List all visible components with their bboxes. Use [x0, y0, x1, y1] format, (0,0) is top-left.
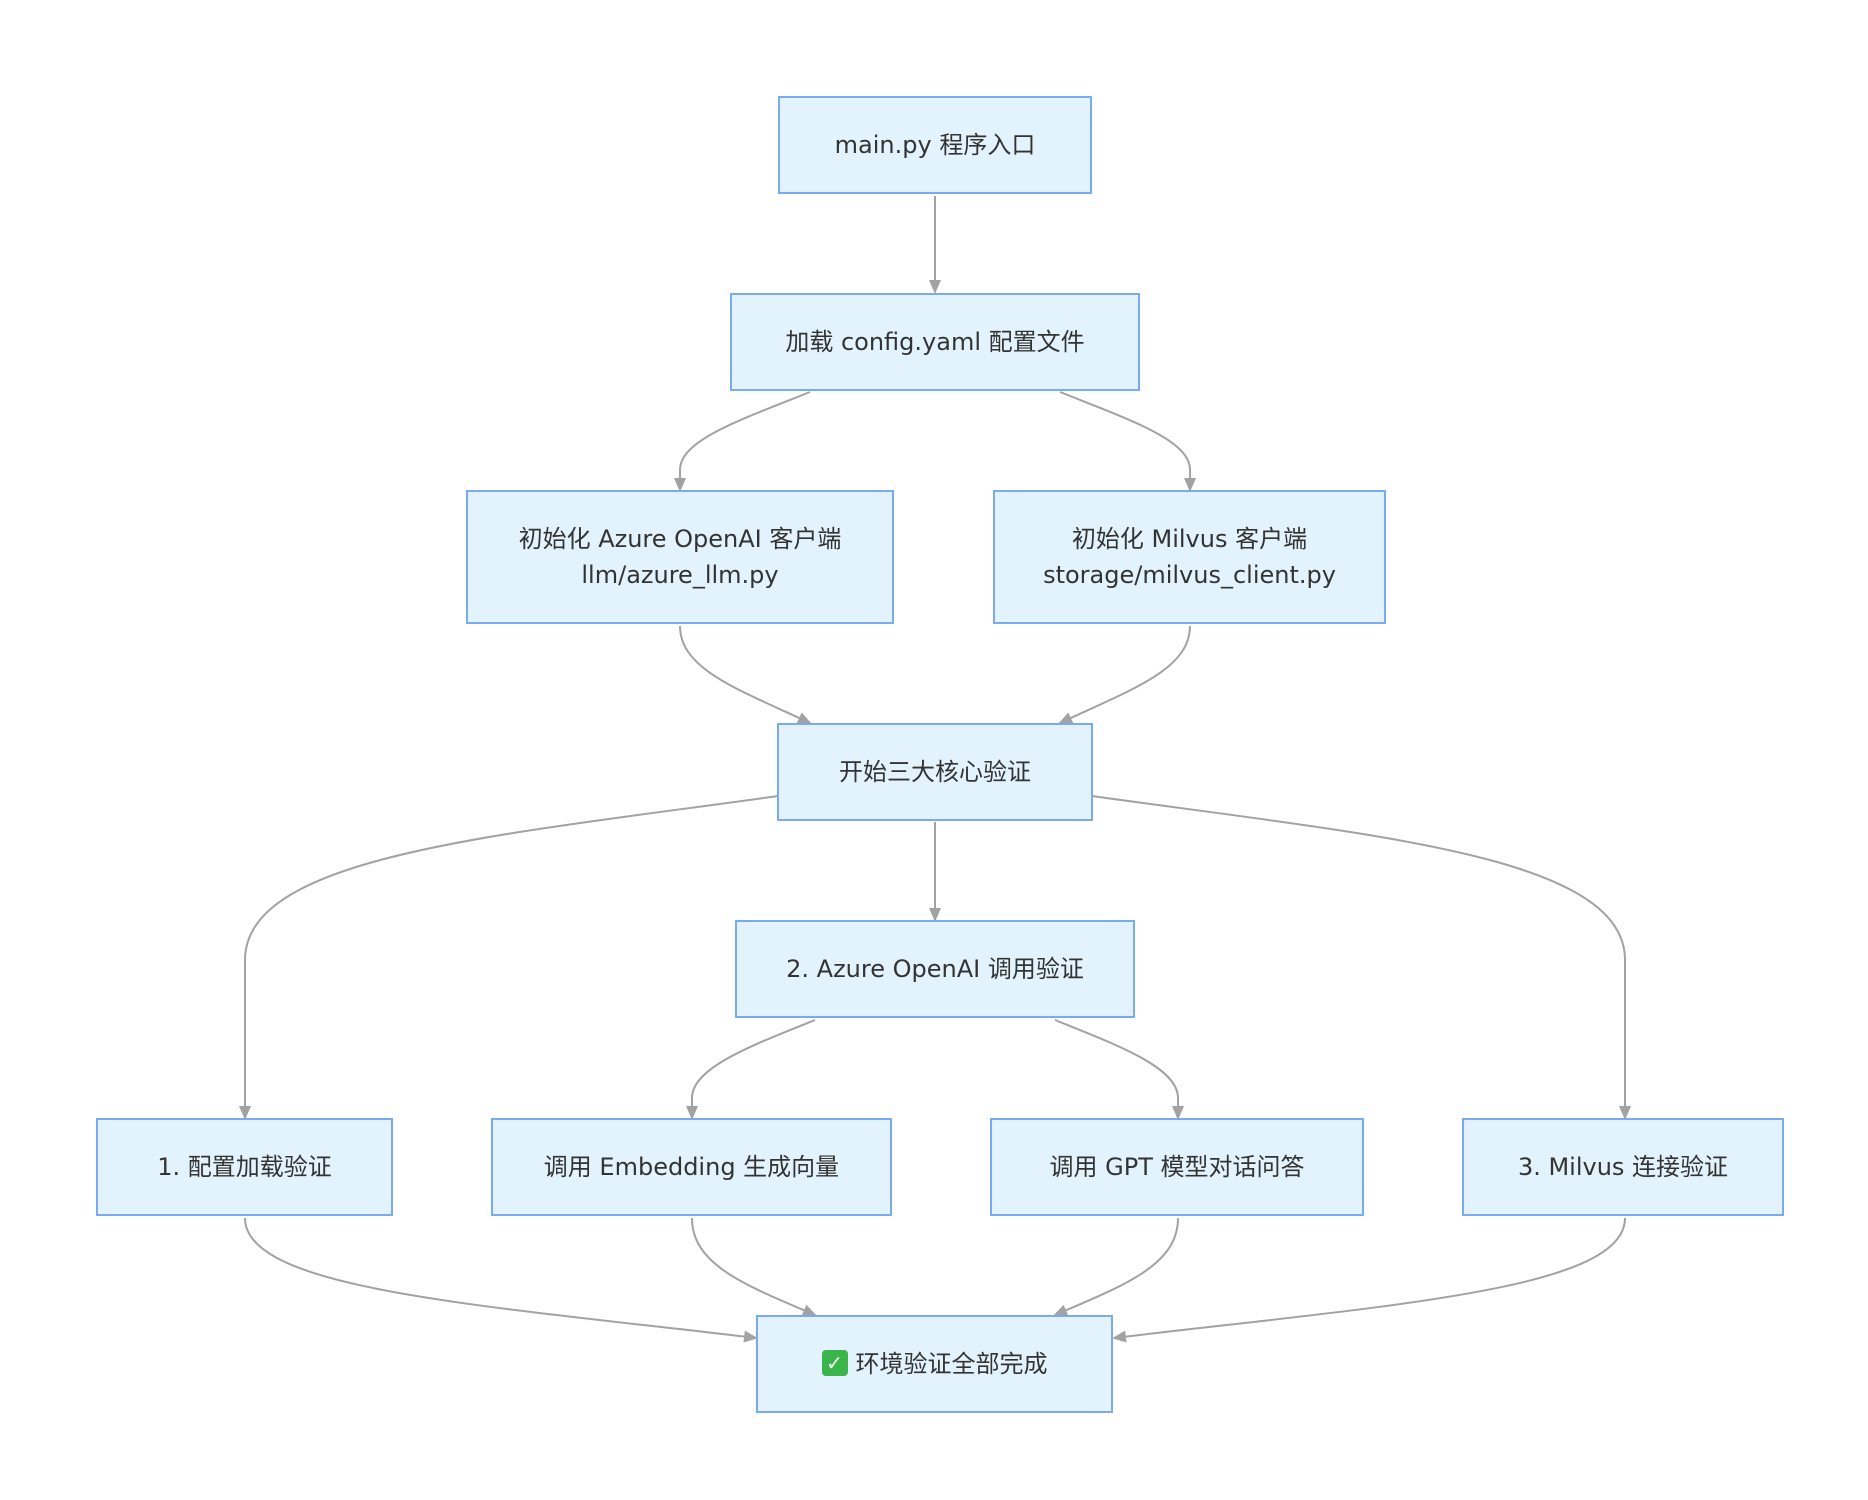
node-load-config-line-1: 加载 config.yaml 配置文件 — [785, 328, 1085, 356]
node-config-verify-line-1: 1. 配置加载验证 — [157, 1153, 332, 1181]
node-init-milvus-line-1: 初始化 Milvus 客户端 — [1071, 525, 1308, 553]
edge-start-to-config-verify — [239, 795, 779, 1120]
node-main-entry: main.py 程序入口 — [778, 96, 1092, 194]
edge-milvus-verify-to-done — [1112, 1217, 1626, 1343]
node-embedding: 调用 Embedding 生成向量 — [491, 1118, 892, 1216]
edges — [239, 196, 1631, 1343]
node-config-verify: 1. 配置加载验证 — [96, 1118, 393, 1216]
edge-embedding-to-done — [691, 1217, 817, 1316]
edge-gpt-to-done — [1053, 1217, 1179, 1316]
node-init-milvus: 初始化 Milvus 客户端 storage/milvus_client.py — [993, 490, 1386, 624]
node-embedding-line-1: 调用 Embedding 生成向量 — [543, 1153, 840, 1181]
edge-azure-verify-to-gpt — [1054, 1019, 1184, 1120]
node-verification-complete-line-1: ✓ 环境验证全部完成 — [821, 1346, 1048, 1382]
edge-config-verify-to-done — [244, 1217, 758, 1343]
node-start-verification: 开始三大核心验证 — [777, 723, 1093, 821]
node-milvus-verify: 3. Milvus 连接验证 — [1462, 1118, 1784, 1216]
node-main-entry-line-1: main.py 程序入口 — [834, 131, 1036, 159]
edge-config-to-azure-init — [674, 391, 811, 492]
edge-azure-verify-to-embedding — [686, 1019, 816, 1120]
node-init-azure-openai-line-2: llm/azure_llm.py — [581, 561, 779, 589]
edge-azure-init-to-start — [679, 625, 812, 724]
node-verification-complete: ✓ 环境验证全部完成 — [756, 1315, 1113, 1413]
node-init-azure-openai: 初始化 Azure OpenAI 客户端 llm/azure_llm.py — [466, 490, 894, 624]
node-start-verification-line-1: 开始三大核心验证 — [839, 758, 1031, 786]
node-gpt-chat: 调用 GPT 模型对话问答 — [990, 1118, 1364, 1216]
check-mark-icon: ✓ — [821, 1350, 848, 1376]
node-gpt-chat-line-1: 调用 GPT 模型对话问答 — [1049, 1153, 1305, 1181]
node-verification-complete-text: 环境验证全部完成 — [855, 1350, 1048, 1378]
node-milvus-verify-line-1: 3. Milvus 连接验证 — [1517, 1153, 1729, 1181]
edge-start-to-milvus-verify — [1091, 795, 1631, 1120]
edge-milvus-init-to-start — [1058, 625, 1191, 724]
node-azure-openai-verify: 2. Azure OpenAI 调用验证 — [735, 920, 1135, 1018]
node-azure-openai-verify-line-1: 2. Azure OpenAI 调用验证 — [786, 955, 1084, 983]
node-init-azure-openai-line-1: 初始化 Azure OpenAI 客户端 — [518, 525, 842, 553]
node-init-milvus-line-2: storage/milvus_client.py — [1043, 561, 1336, 589]
node-load-config: 加载 config.yaml 配置文件 — [730, 293, 1140, 391]
edge-config-to-milvus-init — [1059, 391, 1196, 492]
